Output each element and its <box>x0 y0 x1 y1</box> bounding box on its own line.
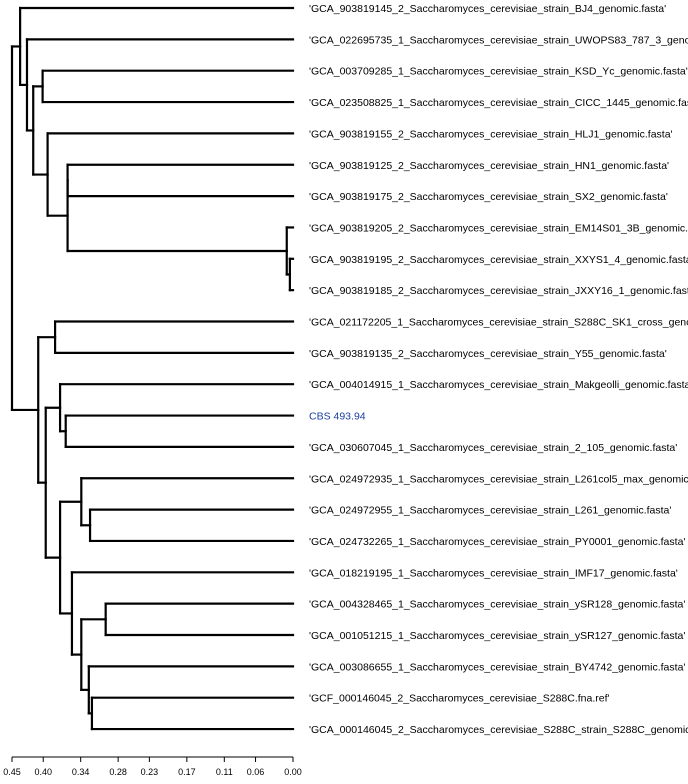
leaf-label: 'GCA_024732265_1_Saccharomyces_cerevisia… <box>309 536 685 548</box>
leaf-label: 'GCA_003709285_1_Saccharomyces_cerevisia… <box>309 66 688 78</box>
axis-tick-label: 0.34 <box>72 767 90 777</box>
leaf-label: 'GCA_003086655_1_Saccharomyces_cerevisia… <box>309 661 685 673</box>
leaf-label: 'GCA_903819195_2_Saccharomyces_cerevisia… <box>309 254 688 266</box>
leaf-label: 'GCA_903819145_2_Saccharomyces_cerevisia… <box>309 3 666 15</box>
dendrogram-branches <box>10 6 295 731</box>
leaf-label: 'GCA_024972955_1_Saccharomyces_cerevisia… <box>309 505 671 517</box>
axis-tick-label: 0.17 <box>178 767 196 777</box>
axis-tick-label: 0.40 <box>34 767 52 777</box>
leaf-label: 'GCA_023508825_1_Saccharomyces_cerevisia… <box>309 97 688 109</box>
leaf-label: 'GCA_024972935_1_Saccharomyces_cerevisia… <box>309 473 688 485</box>
leaf-label-highlighted: CBS 493.94 <box>309 411 366 423</box>
leaf-label: 'GCA_000146045_2_Saccharomyces_cerevisia… <box>309 724 688 736</box>
leaf-label: 'GCA_004328465_1_Saccharomyces_cerevisia… <box>309 599 685 611</box>
axis-tick-label: 0.28 <box>109 767 127 777</box>
leaf-labels: 'GCA_903819145_2_Saccharomyces_cerevisia… <box>309 3 688 736</box>
leaf-label: 'GCA_903819135_2_Saccharomyces_cerevisia… <box>309 348 667 360</box>
leaf-label: 'GCA_004014915_1_Saccharomyces_cerevisia… <box>309 379 688 391</box>
axis-tick-label: 0.00 <box>284 767 302 777</box>
leaf-label: 'GCA_903819175_2_Saccharomyces_cerevisia… <box>309 191 668 203</box>
leaf-label: 'GCA_021172205_1_Saccharomyces_cerevisia… <box>309 317 688 329</box>
leaf-label: 'GCA_018219195_1_Saccharomyces_cerevisia… <box>309 567 678 579</box>
leaf-label: 'GCA_903819205_2_Saccharomyces_cerevisia… <box>309 222 688 234</box>
leaf-label: 'GCA_001051215_1_Saccharomyces_cerevisia… <box>309 630 685 642</box>
distance-scale-axis: 0.45 0.40 0.34 0.28 0.23 0.17 0.11 0.06 0.00 <box>3 756 302 777</box>
leaf-label: 'GCA_903819185_2_Saccharomyces_cerevisia… <box>309 285 688 297</box>
axis-tick-label: 0.06 <box>247 767 265 777</box>
leaf-label: 'GCA_022695735_1_Saccharomyces_cerevisia… <box>309 34 688 46</box>
leaf-label: 'GCA_903819125_2_Saccharomyces_cerevisia… <box>309 160 669 172</box>
axis-tick-label: 0.45 <box>3 767 21 777</box>
leaf-label: 'GCA_030607045_1_Saccharomyces_cerevisia… <box>309 442 677 454</box>
leaf-label: 'GCA_903819155_2_Saccharomyces_cerevisia… <box>309 128 673 140</box>
leaf-label: 'GCF_000146045_2_Saccharomyces_cerevisia… <box>309 693 610 705</box>
axis-tick-label: 0.23 <box>141 767 159 777</box>
axis-tick-label: 0.11 <box>216 767 233 777</box>
